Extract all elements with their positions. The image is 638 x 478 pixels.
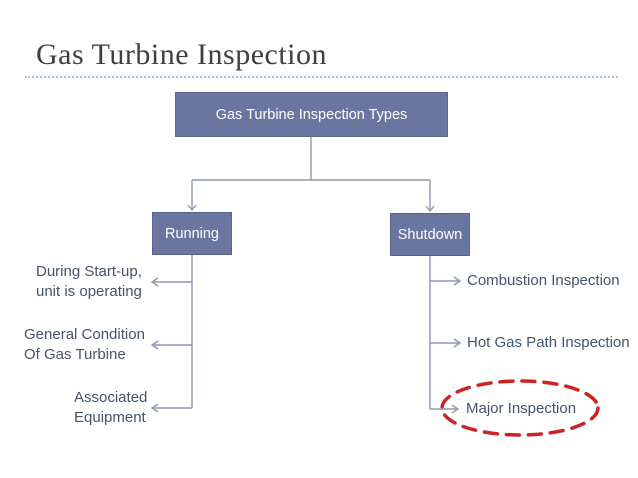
- node-running: Running: [152, 212, 232, 255]
- arrowhead-right-1: [453, 276, 462, 286]
- arrowhead-right-3: [451, 404, 460, 414]
- leaf-general-condition: General Condition Of Gas Turbine: [24, 325, 145, 365]
- page-title: Gas Turbine Inspection: [36, 38, 327, 71]
- title-divider: [25, 76, 618, 78]
- arrowhead-left-1: [150, 277, 159, 287]
- node-shutdown: Shutdown: [390, 213, 470, 256]
- leaf-line: Associated: [74, 389, 148, 406]
- node-root: Gas Turbine Inspection Types: [175, 92, 448, 137]
- leaf-line: General Condition: [24, 326, 145, 343]
- arrowhead-down-shutdown: [425, 205, 435, 213]
- arrowhead-left-2: [150, 340, 159, 350]
- leaf-during-startup: During Start-up, unit is operating: [36, 262, 142, 302]
- leaf-line: Of Gas Turbine: [24, 346, 126, 363]
- leaf-line: During Start-up,: [36, 263, 142, 280]
- leaf-major-inspection: Major Inspection: [466, 400, 577, 417]
- leaf-hot-gas-path-inspection: Hot Gas Path Inspection: [467, 334, 630, 351]
- leaf-combustion-inspection: Combustion Inspection: [467, 272, 620, 289]
- arrowhead-right-2: [453, 338, 462, 348]
- arrowhead-down-running: [187, 204, 197, 212]
- leaf-line: unit is operating: [36, 283, 142, 300]
- leaf-associated-equipment: Associated Equipment: [74, 388, 147, 428]
- leaf-line: Equipment: [74, 409, 146, 426]
- arrowhead-left-3: [150, 403, 159, 413]
